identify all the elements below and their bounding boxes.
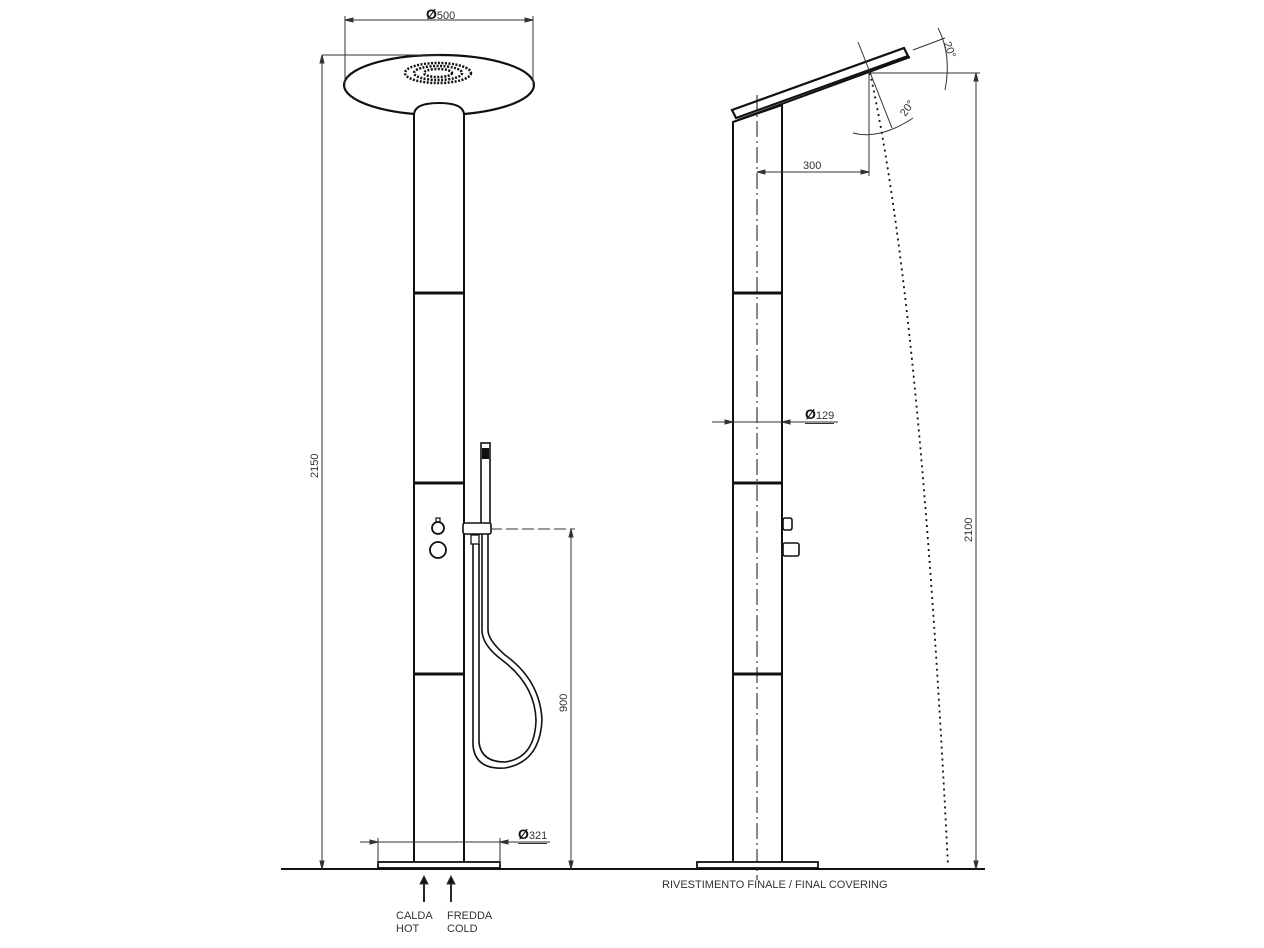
side-dimensions [712, 27, 980, 870]
head-diameter-label: Ø500 [426, 6, 456, 22]
head-height-label: 2100 [963, 517, 975, 542]
spray-trajectory [869, 72, 949, 867]
hose [472, 534, 543, 769]
side-view [696, 46, 949, 880]
total-height-label: 2150 [309, 453, 321, 478]
inlet-cold-label: FREDDA COLD [447, 910, 493, 935]
thermostat-knob-icon [429, 541, 447, 559]
shower-head-tilted [730, 46, 910, 120]
front-view [342, 53, 543, 869]
thermostat-knob-icon [782, 542, 800, 557]
nozzle-pattern-icon [403, 61, 473, 85]
inlet-hot-label: CALDA HOT [396, 910, 433, 935]
mixer-height-label: 900 [558, 693, 570, 712]
head-offset-label: 300 [803, 160, 822, 172]
column-diameter-label: Ø129 [805, 406, 835, 424]
floor-label: RIVESTIMENTO FINALE / FINAL COVERING [662, 879, 888, 891]
front-dimensions [319, 16, 575, 902]
diverter-knob-icon [782, 517, 793, 531]
base-diameter-label: Ø321 [518, 826, 548, 844]
